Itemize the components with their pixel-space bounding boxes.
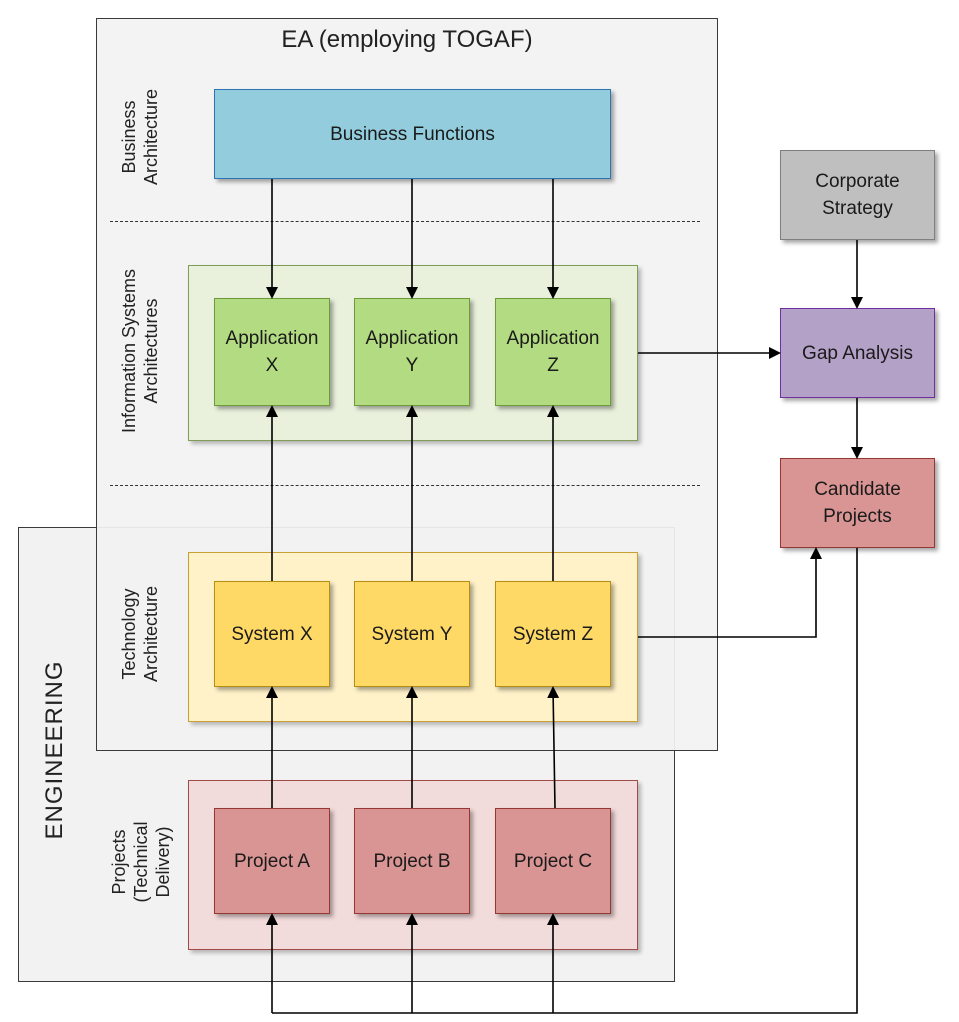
application-z-box: Application Z bbox=[495, 298, 611, 406]
arrow-tech-to-candidate bbox=[638, 547, 822, 638]
arrow-proj-c-to-sys-z bbox=[547, 686, 560, 809]
business-functions-box: Business Functions bbox=[214, 89, 611, 179]
application-y-box: Application Y bbox=[354, 298, 470, 406]
separator-business-is bbox=[110, 221, 700, 222]
application-x-box: Application X bbox=[214, 298, 330, 406]
separator-is-technology bbox=[110, 485, 700, 486]
system-y-box: System Y bbox=[354, 581, 470, 687]
gap-analysis-box: Gap Analysis bbox=[780, 308, 935, 398]
corporate-strategy-box: Corporate Strategy bbox=[780, 150, 935, 240]
system-x-box: System X bbox=[214, 581, 330, 687]
project-b-box: Project B bbox=[354, 808, 470, 914]
project-c-box: Project C bbox=[495, 808, 611, 914]
loop-candidate-to-projects bbox=[272, 548, 858, 1014]
ea-title: EA (employing TOGAF) bbox=[281, 26, 533, 53]
project-a-box: Project A bbox=[214, 808, 330, 914]
candidate-projects-box: Candidate Projects bbox=[780, 458, 935, 548]
system-z-box: System Z bbox=[495, 581, 611, 687]
